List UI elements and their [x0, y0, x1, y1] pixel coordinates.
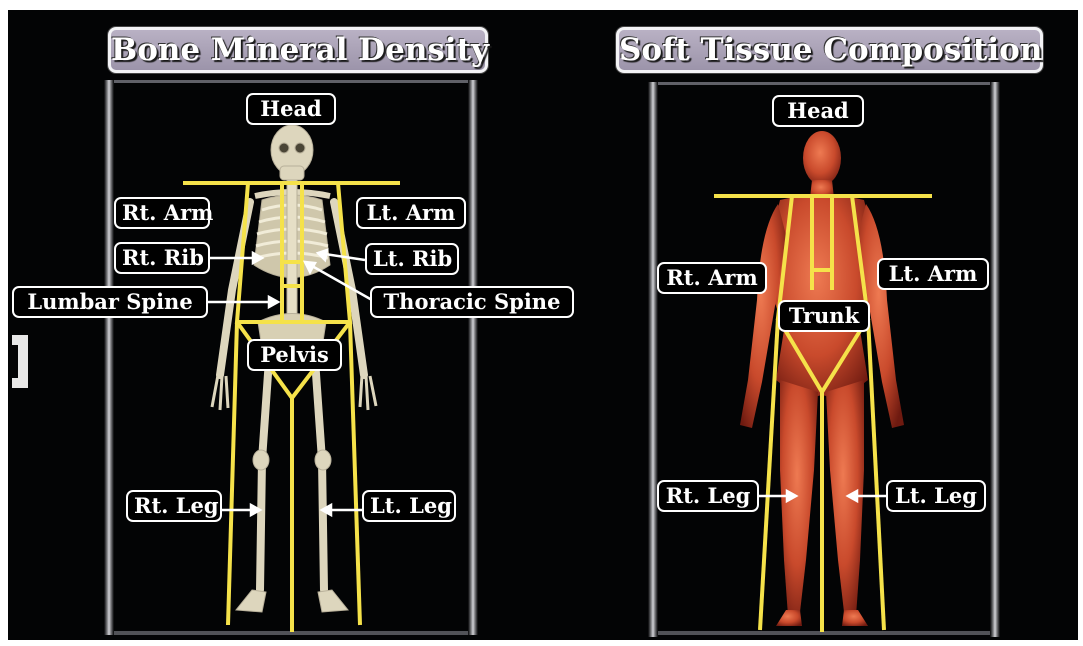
- soft-tissue-label-head: Head: [772, 95, 864, 127]
- soft-tissue-label-lt-arm: Lt. Arm: [877, 258, 989, 290]
- bone-label-rt-leg: Rt. Leg: [126, 490, 222, 522]
- bone-panel-title: Bone Mineral Density: [108, 27, 488, 73]
- soft-tissue-label-trunk: Trunk: [778, 300, 870, 332]
- bone-label-thoracic-spine: Thoracic Spine: [370, 286, 574, 318]
- soft-tissue-label-rt-arm: Rt. Arm: [657, 262, 767, 294]
- bone-label-rt-arm: Rt. Arm: [114, 197, 210, 229]
- soft-tissue-label-rt-leg: Rt. Leg: [657, 480, 759, 512]
- bone-label-lt-leg: Lt. Leg: [362, 490, 456, 522]
- bone-label-rt-rib: Rt. Rib: [114, 242, 210, 274]
- soft-tissue-label-lt-leg: Lt. Leg: [886, 480, 986, 512]
- bone-label-pelvis: Pelvis: [247, 339, 342, 371]
- bone-label-lt-rib: Lt. Rib: [365, 243, 459, 275]
- soft-tissue-panel-title: Soft Tissue Composition: [616, 27, 1043, 73]
- bone-label-lt-arm: Lt. Arm: [356, 197, 466, 229]
- bone-label-head: Head: [246, 93, 336, 125]
- bone-label-lumbar-spine: Lumbar Spine: [12, 286, 208, 318]
- edge-mark: [12, 335, 28, 388]
